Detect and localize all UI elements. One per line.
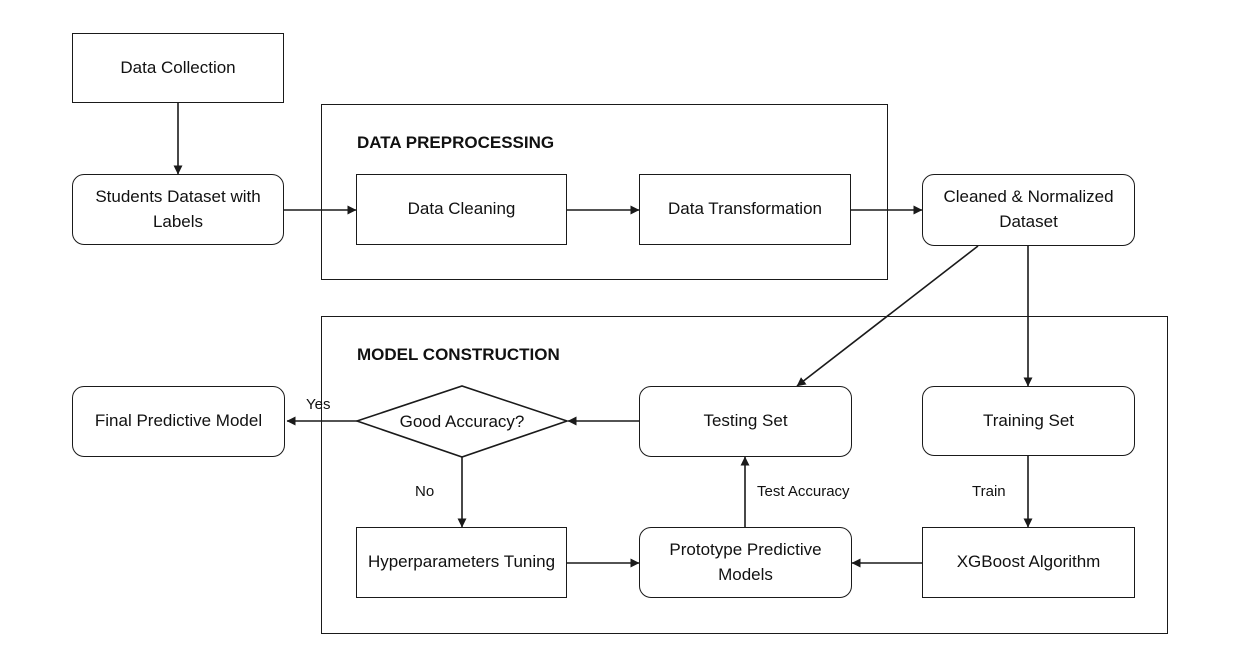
training-set-box: Training Set	[922, 386, 1135, 456]
data-preprocessing-title: DATA PREPROCESSING	[357, 133, 555, 152]
hyperparameters-tuning-box: Hyperparameters Tuning	[356, 527, 567, 598]
arrow-cleaned-to-testing	[796, 245, 979, 387]
test-accuracy-label: Test Accuracy	[757, 483, 850, 500]
students-dataset-box: Students Dataset with Labels	[72, 174, 284, 245]
yes-label: Yes	[306, 396, 331, 413]
no-label: No	[415, 483, 435, 500]
final-predictive-model-box: Final Predictive Model	[72, 386, 285, 457]
good-accuracy-label: Good Accuracy?	[399, 411, 525, 431]
testing-set-box: Testing Set	[639, 386, 852, 457]
model-construction-title: MODEL CONSTRUCTION	[357, 345, 560, 364]
data-preprocessing-group	[321, 104, 888, 280]
cleaned-normalized-dataset-box: Cleaned & Normalized Dataset	[922, 174, 1135, 246]
xgboost-algorithm-box: XGBoost Algorithm	[922, 527, 1135, 598]
model-construction-group	[321, 316, 1168, 634]
good-accuracy-decision-shape	[354, 385, 570, 458]
train-label: Train	[972, 483, 1006, 500]
prototype-predictive-models-box: Prototype Predictive Models	[639, 527, 852, 598]
data-transformation-box: Data Transformation	[639, 174, 851, 245]
data-cleaning-box: Data Cleaning	[356, 174, 567, 245]
data-collection-box: Data Collection	[72, 33, 284, 103]
